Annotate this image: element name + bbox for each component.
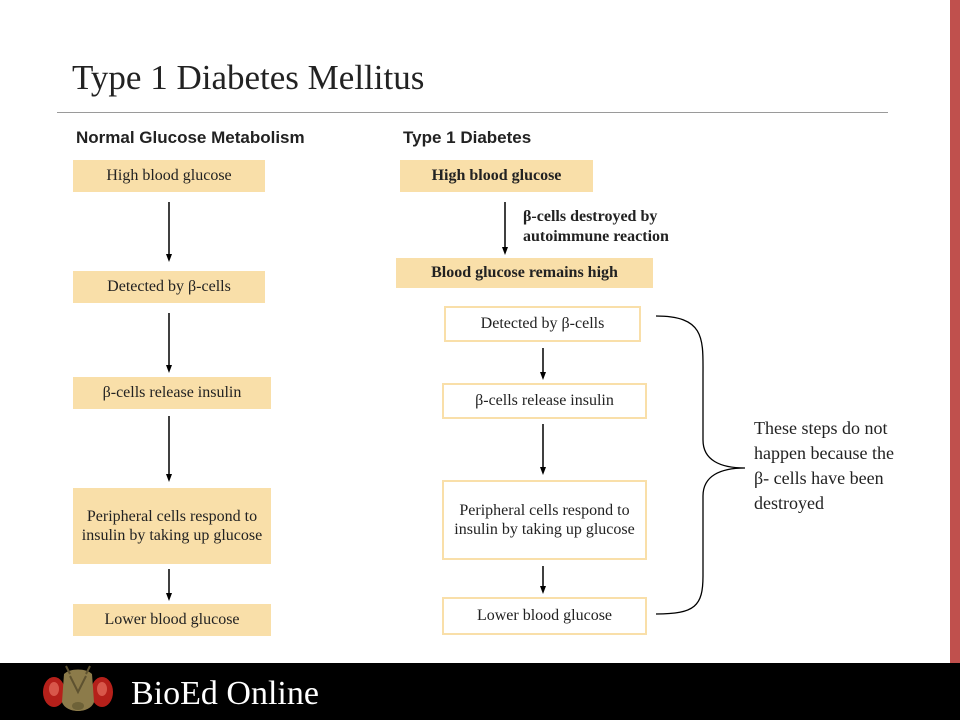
left-step-detected: Detected by β-cells (73, 271, 265, 303)
arrow-note-destroyed: β-cells destroyed by autoimmune reaction (523, 208, 669, 245)
brand-name: BioEd Online (131, 675, 319, 712)
slide-title: Type 1 Diabetes Mellitus (72, 58, 425, 97)
left-step-release-insulin: β-cells release insulin (73, 377, 271, 409)
normal-metabolism-heading: Normal Glucose Metabolism (76, 128, 305, 147)
left-step-lower-glucose: Lower blood glucose (73, 604, 271, 636)
right-step-lower-glucose: Lower blood glucose (442, 597, 647, 635)
fruit-fly-icon (43, 665, 113, 711)
left-step-peripheral: Peripheral cells respond to insulin by t… (73, 488, 271, 564)
right-step-release-insulin: β-cells release insulin (442, 383, 647, 419)
side-explanation: These steps do not happen because the β-… (754, 418, 894, 513)
left-step-high-glucose: High blood glucose (73, 160, 265, 192)
accent-bar (950, 0, 960, 720)
right-step-peripheral: Peripheral cells respond to insulin by t… (442, 480, 647, 560)
title-divider (57, 112, 888, 113)
right-step-detected: Detected by β-cells (444, 306, 641, 342)
right-step-high-glucose: High blood glucose (400, 160, 593, 192)
grouping-brace (655, 315, 746, 615)
footer-bar (0, 663, 960, 720)
type1-diabetes-heading: Type 1 Diabetes (403, 128, 532, 147)
right-step-remains-high: Blood glucose remains high (396, 258, 653, 288)
